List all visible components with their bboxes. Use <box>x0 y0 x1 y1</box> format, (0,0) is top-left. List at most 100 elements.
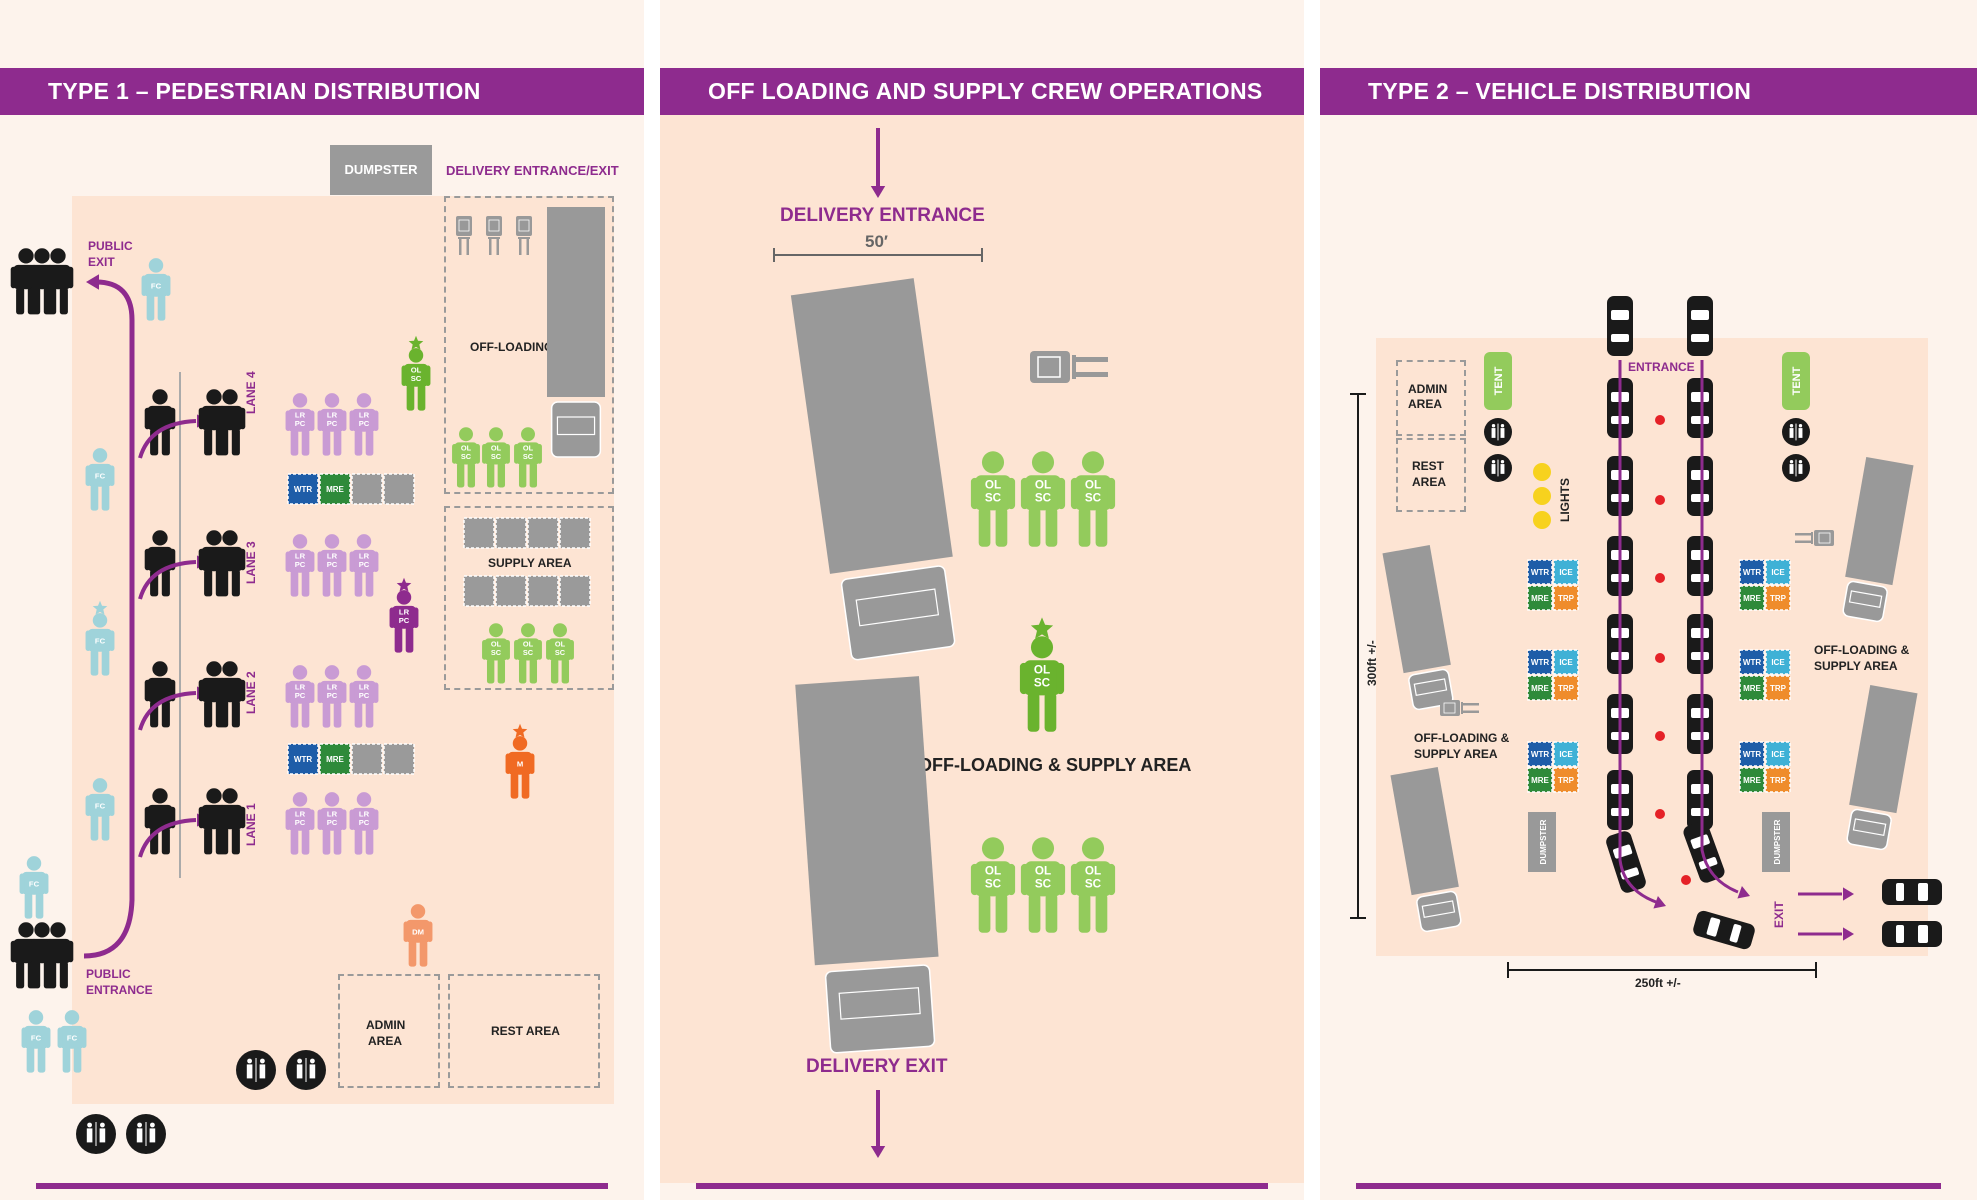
type1-panel: TYPE 1 – PEDESTRIAN DISTRIBUTION DUMPSTE… <box>0 0 644 1200</box>
svg-text:FC: FC <box>95 801 106 810</box>
ice-pallet-label: ICE <box>1559 658 1573 667</box>
svg-text:SC: SC <box>555 648 566 657</box>
tent-label: TENT <box>1493 366 1505 395</box>
water-pallet-label: WTR <box>1531 658 1549 667</box>
type2-offloading-right-1: OFF-LOADING & <box>1814 643 1910 657</box>
tarp-pallet <box>1553 675 1579 701</box>
water-pallet <box>1739 741 1765 767</box>
dumpster-box: DUMPSTER <box>330 145 432 195</box>
public-flow-arrow <box>83 279 135 959</box>
mre-pallet-label: MRE <box>1743 594 1761 603</box>
svg-text:LR: LR <box>359 809 370 818</box>
delivery-truck <box>1842 457 1914 623</box>
svg-text:OL: OL <box>555 640 566 649</box>
svg-text:FC: FC <box>29 879 40 888</box>
supply-pallet <box>527 575 559 607</box>
restroom-person-icon <box>1798 464 1803 474</box>
restroom-person-icon <box>1491 424 1496 428</box>
center-site-area <box>660 115 1304 1183</box>
svg-text:PC: PC <box>295 560 306 569</box>
ice-pallet <box>1553 741 1579 767</box>
ice-pallet <box>1765 649 1791 675</box>
supply-pallet <box>463 517 495 549</box>
delivery-entrance-exit-label: DELIVERY ENTRANCE/EXIT <box>446 163 619 178</box>
vehicle-icon <box>1683 821 1725 883</box>
tarp-pallet-label: TRP <box>1770 594 1787 603</box>
svg-text:SC: SC <box>1035 877 1052 890</box>
svg-text:OL: OL <box>1035 864 1051 877</box>
vehicle-icon <box>1687 614 1713 674</box>
lane-crowd <box>214 661 246 728</box>
svg-text:OL: OL <box>1085 864 1101 877</box>
delivery-truck <box>1390 767 1462 933</box>
empty-pallet <box>383 473 415 505</box>
tent-icon <box>1782 352 1810 410</box>
public-entrance-label-1: PUBLIC <box>86 967 131 981</box>
svg-text:LR: LR <box>359 682 370 691</box>
svg-text:PC: PC <box>327 419 338 428</box>
type2-title: TYPE 2 – VEHICLE DISTRIBUTION <box>1320 68 1977 115</box>
svg-text:OL: OL <box>1035 478 1051 491</box>
tarp-pallet-label: TRP <box>1558 684 1575 693</box>
center-bottom-rule <box>696 1183 1268 1189</box>
svg-text:OL: OL <box>411 365 422 374</box>
mre-pallet-label: MRE <box>1531 776 1549 785</box>
restroom-person-icon <box>1789 424 1794 428</box>
svg-text:PC: PC <box>295 691 306 700</box>
svg-text:SC: SC <box>491 452 502 461</box>
tarp-pallet <box>1553 767 1579 793</box>
tarp-pallet <box>1765 675 1791 701</box>
supply-pallet <box>527 517 559 549</box>
tarp-pallet <box>1553 585 1579 611</box>
svg-text:LR: LR <box>359 410 370 419</box>
svg-text:PC: PC <box>359 419 370 428</box>
rest-area-label: REST AREA <box>491 1024 560 1038</box>
svg-text:PC: PC <box>359 560 370 569</box>
star-icon <box>396 577 412 592</box>
svg-text:M: M <box>517 759 523 768</box>
mre-pallet <box>1739 585 1765 611</box>
svg-text:LR: LR <box>359 551 370 560</box>
restroom-person-icon <box>310 1058 315 1064</box>
offloading-area <box>444 196 614 494</box>
vehicle-icon <box>1687 296 1713 356</box>
svg-text:OL: OL <box>1034 663 1050 676</box>
water-pallet <box>1527 559 1553 585</box>
restroom-person-icon <box>149 1128 156 1143</box>
water-pallet-label: WTR <box>1743 750 1761 759</box>
svg-text:OL: OL <box>523 444 534 453</box>
svg-text:LR: LR <box>295 682 306 691</box>
ice-pallet <box>1765 741 1791 767</box>
restroom-person-icon <box>1789 428 1794 438</box>
svg-text:SC: SC <box>985 877 1002 890</box>
fc-lead: FC <box>85 613 115 676</box>
water-pallet-label: WTR <box>294 485 312 494</box>
supply-area <box>444 506 614 690</box>
ice-pallet-label: ICE <box>1771 750 1785 759</box>
delivery-entrance-label: DELIVERY ENTRANCE <box>780 205 985 226</box>
svg-text:PC: PC <box>295 419 306 428</box>
fc-volunteer: FC <box>19 856 49 919</box>
center-panel: OFF LOADING AND SUPPLY CREW OPERATIONS D… <box>660 0 1304 1200</box>
supply-pallet <box>495 575 527 607</box>
svg-text:SC: SC <box>1085 877 1102 890</box>
restroom-person-icon <box>1789 460 1794 464</box>
lane-person <box>144 389 176 456</box>
mre-pallet <box>1527 675 1553 701</box>
water-pallet-label: WTR <box>1531 750 1549 759</box>
type2-admin-label-2: AREA <box>1408 397 1443 411</box>
restroom-person-icon <box>1500 464 1505 474</box>
light-icon <box>1533 511 1551 529</box>
dm-lead: DM <box>403 904 433 967</box>
svg-text:LR: LR <box>295 809 306 818</box>
type2-admin-area <box>1396 360 1466 436</box>
cone-icon <box>1681 875 1691 885</box>
light-icon <box>1533 487 1551 505</box>
